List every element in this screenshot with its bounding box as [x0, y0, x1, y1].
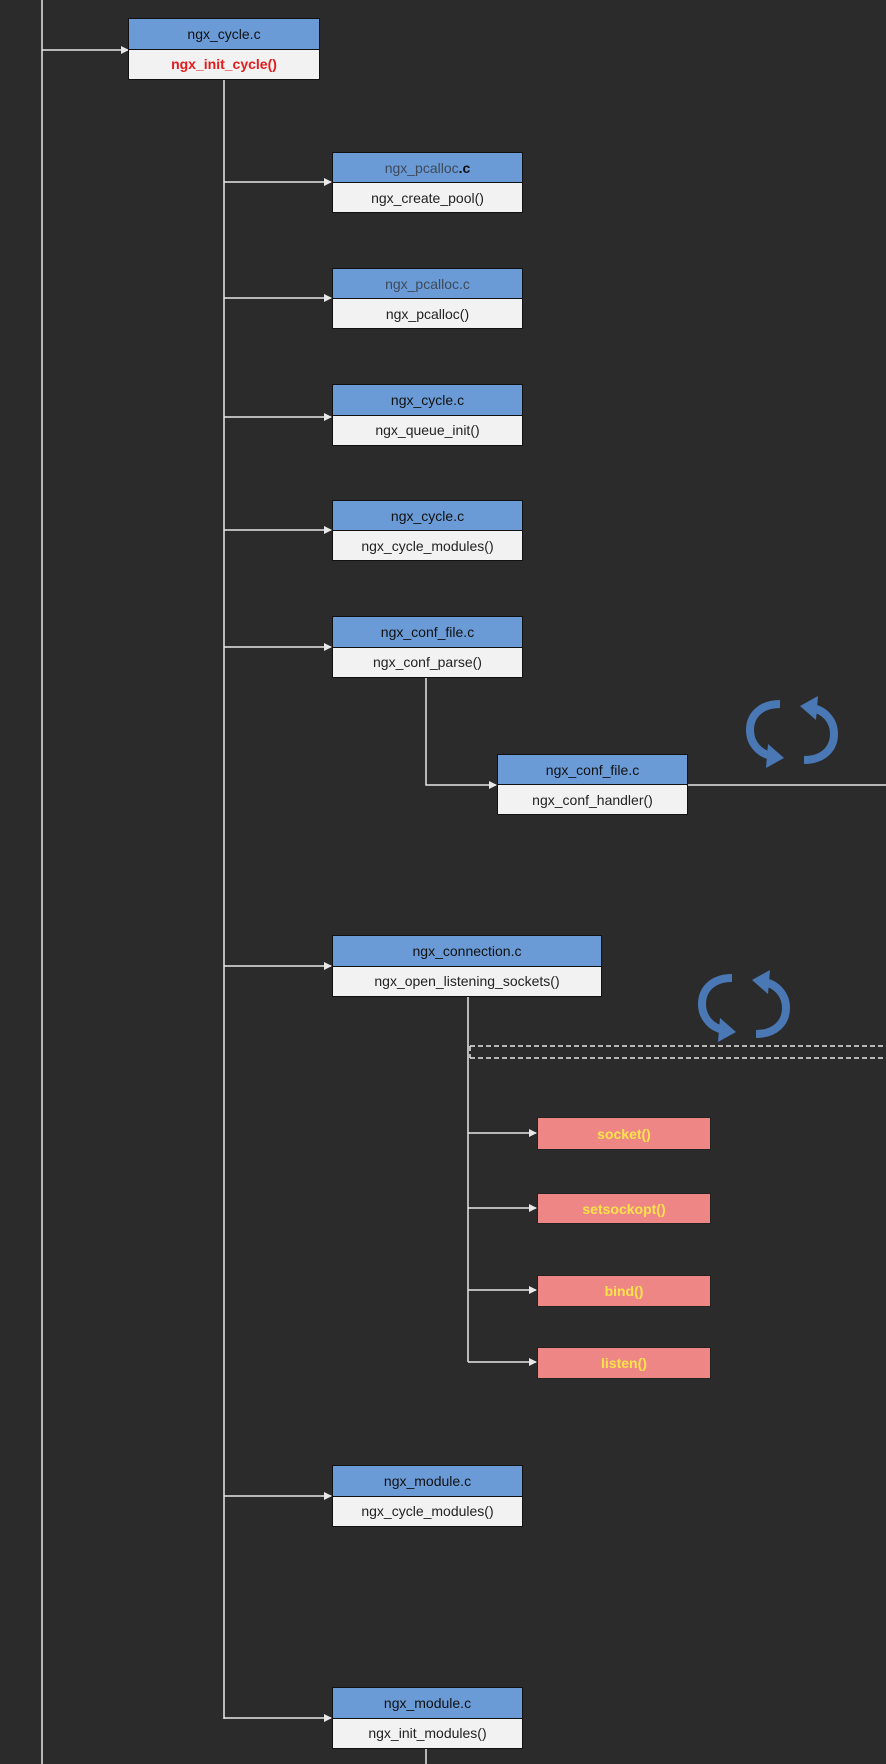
ngx-create-pool-node: ngx_pcalloc.c ngx_create_pool() — [332, 152, 523, 213]
listen-syscall: listen() — [537, 1347, 711, 1379]
setsockopt-syscall: setsockopt() — [537, 1193, 711, 1224]
file-label: ngx_cycle.c — [333, 501, 522, 531]
bind-syscall: bind() — [537, 1275, 711, 1307]
function-label: ngx_queue_init() — [333, 415, 522, 445]
ngx-queue-init-node: ngx_cycle.c ngx_queue_init() — [332, 384, 523, 446]
function-label: ngx_open_listening_sockets() — [333, 966, 601, 996]
ngx-init-cycle-node: ngx_cycle.c ngx_init_cycle() — [128, 18, 320, 80]
ngx-module-cycle-modules-node: ngx_module.c ngx_cycle_modules() — [332, 1465, 523, 1527]
function-label: ngx_pcalloc() — [333, 299, 522, 328]
function-label: ngx_conf_parse() — [333, 647, 522, 677]
ngx-open-listening-sockets-node: ngx_connection.c ngx_open_listening_sock… — [332, 935, 602, 997]
ngx-init-modules-node: ngx_module.c ngx_init_modules() — [332, 1687, 523, 1749]
function-label: ngx_cycle_modules() — [333, 1496, 522, 1526]
file-label: ngx_conf_file.c — [333, 617, 522, 648]
ngx-pcalloc-node: ngx_pcalloc.c ngx_pcalloc() — [332, 268, 523, 329]
file-label: ngx_cycle.c — [333, 385, 522, 416]
ngx-conf-parse-node: ngx_conf_file.c ngx_conf_parse() — [332, 616, 523, 678]
function-label: ngx_init_modules() — [333, 1718, 522, 1748]
function-label: ngx_create_pool() — [333, 183, 522, 212]
file-label: ngx_module.c — [333, 1688, 522, 1719]
loop-icon — [697, 970, 791, 1042]
file-label: ngx_pcalloc.c — [333, 269, 522, 299]
ngx-conf-handler-node: ngx_conf_file.c ngx_conf_handler() — [497, 754, 688, 815]
function-label: ngx_cycle_modules() — [333, 531, 522, 560]
file-label: ngx_connection.c — [333, 936, 601, 967]
file-label: ngx_conf_file.c — [498, 755, 687, 785]
ngx-cycle-modules-node: ngx_cycle.c ngx_cycle_modules() — [332, 500, 523, 561]
file-label: ngx_pcalloc.c — [333, 153, 522, 183]
file-label: ngx_cycle.c — [129, 19, 319, 50]
function-label: ngx_conf_handler() — [498, 785, 687, 814]
file-label: ngx_module.c — [333, 1466, 522, 1497]
loop-icon — [745, 696, 839, 768]
socket-syscall: socket() — [537, 1117, 711, 1150]
function-label: ngx_init_cycle() — [129, 49, 319, 79]
